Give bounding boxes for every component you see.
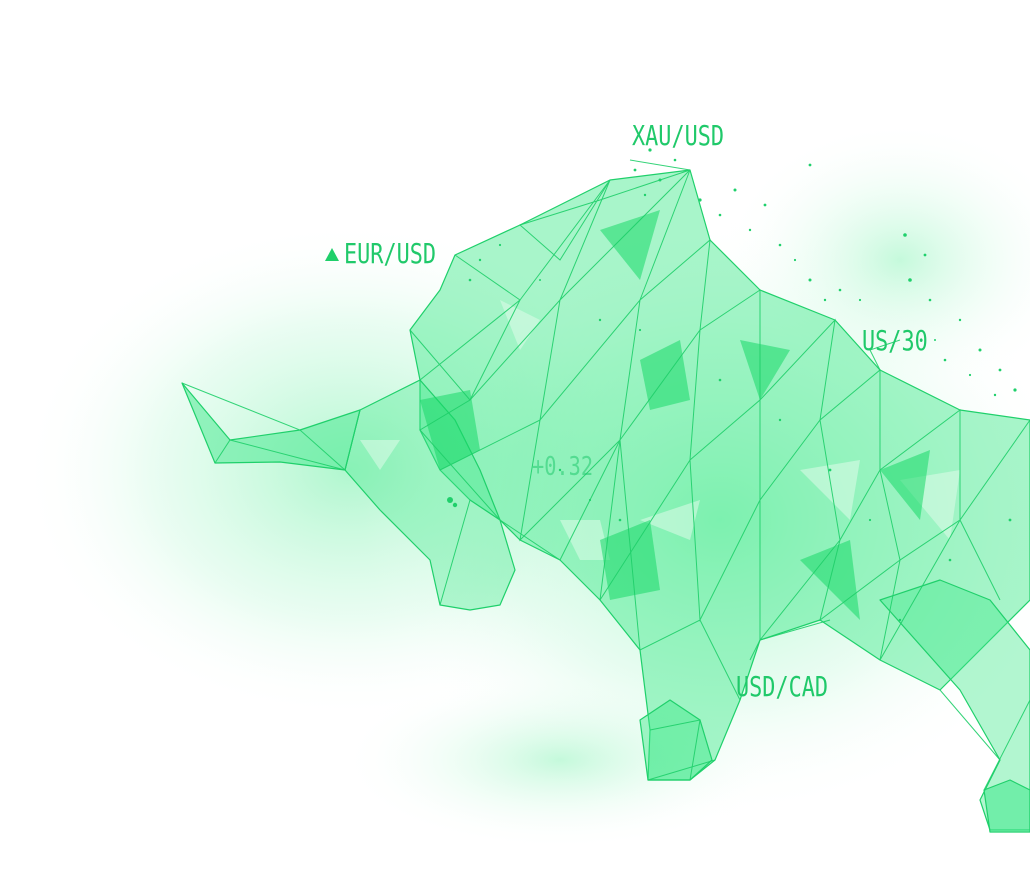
particle-dust — [447, 148, 1017, 622]
bull-body — [181, 169, 1030, 833]
label-xau-usd: XAU/USD — [632, 119, 725, 152]
up-arrow-icon — [325, 248, 339, 261]
label-usd-cad: USD/CAD — [736, 670, 829, 703]
label-eur-usd: EUR/USD — [344, 237, 437, 270]
label-us30: US/30 — [862, 324, 928, 357]
background-glow — [20, 120, 1030, 850]
bull-wireframe — [181, 159, 1030, 791]
label-price-change: +0.32 — [532, 452, 594, 482]
